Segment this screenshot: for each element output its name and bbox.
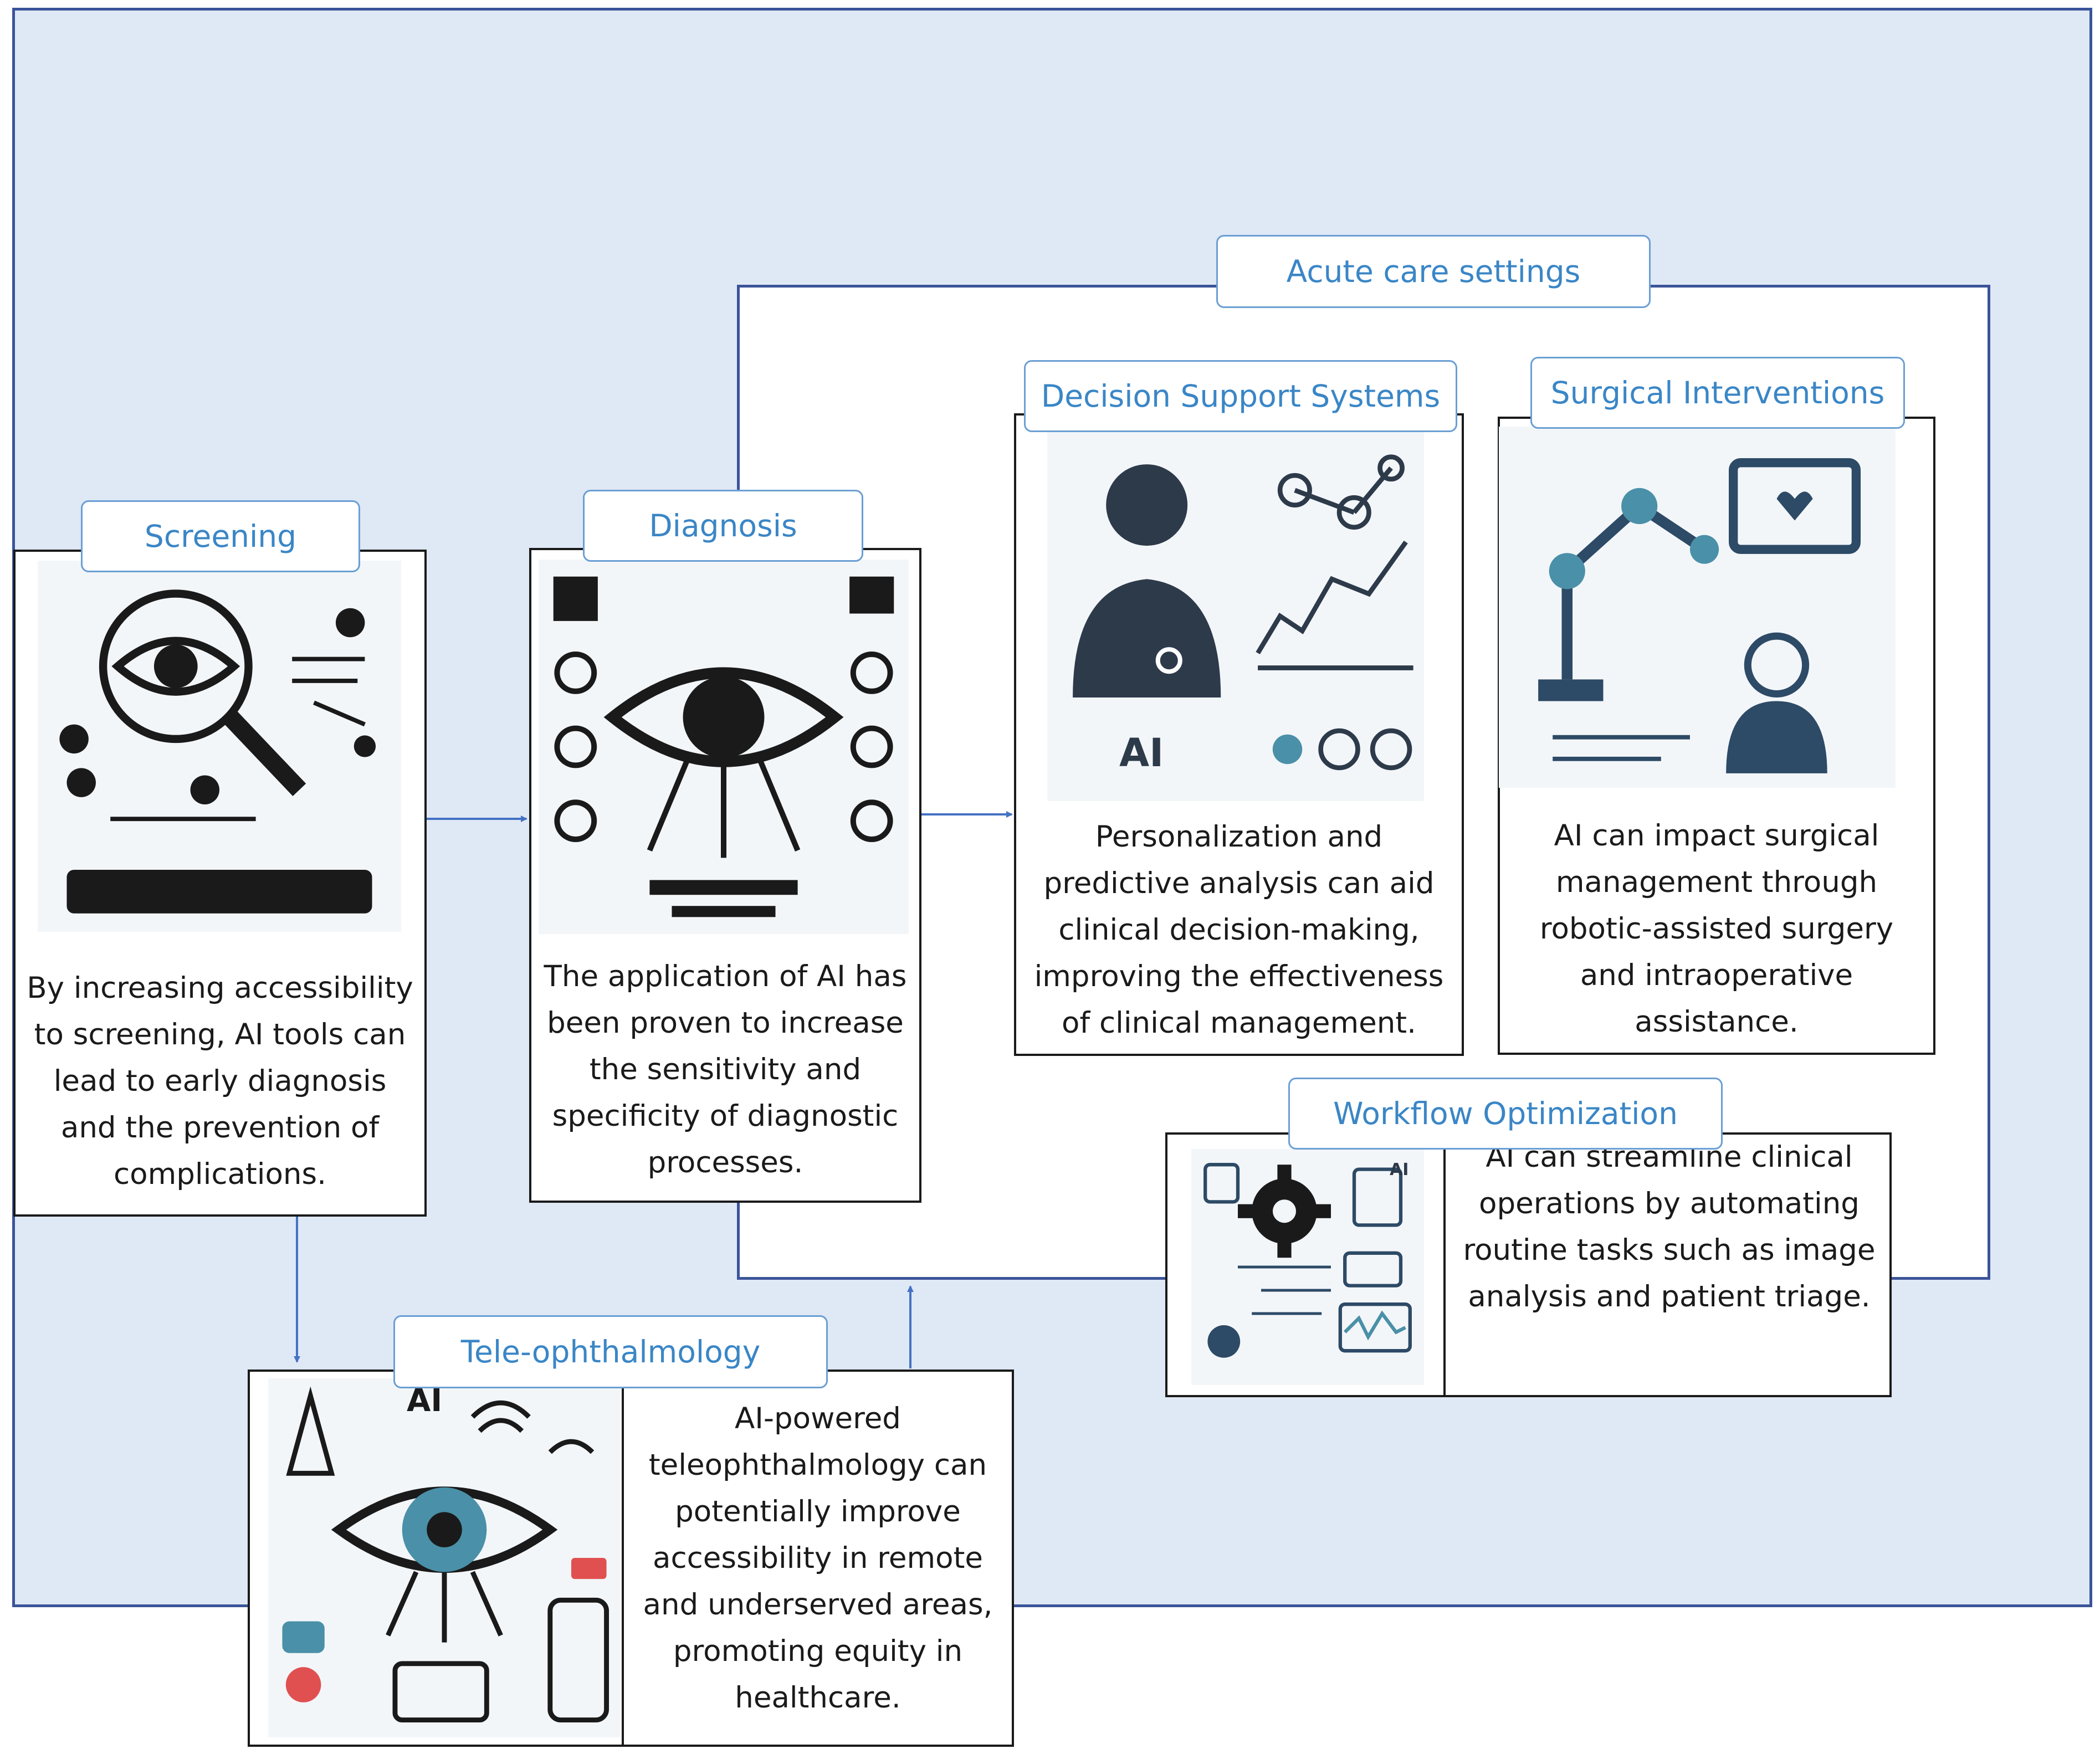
screening-text: By increasing accessibility to screening… bbox=[27, 971, 413, 1191]
workflow-illustration bbox=[1191, 1149, 1424, 1385]
gear-workflow-icon bbox=[1203, 1163, 1412, 1358]
workflow-ai-caption: AI bbox=[1390, 1160, 1409, 1179]
surgical-text: AI can impact surgical management throug… bbox=[1539, 819, 1894, 1039]
tele-illustration bbox=[268, 1378, 621, 1737]
decision-support-label: Decision Support Systems bbox=[1024, 360, 1457, 432]
tele-ai-caption: AI bbox=[407, 1383, 443, 1419]
tele-text: AI-powered teleophthalmology can potenti… bbox=[643, 1401, 993, 1715]
workflow-divider bbox=[1443, 1135, 1446, 1395]
magnifier-eye-icon bbox=[59, 589, 376, 914]
tele-eye-icon bbox=[282, 1386, 609, 1723]
diagnosis-label: Diagnosis bbox=[583, 490, 863, 562]
robotic-arm-icon bbox=[1538, 458, 1861, 773]
workflow-label: Workflow Optimization bbox=[1288, 1078, 1723, 1150]
workflow-text: AI can streamline clinical operations by… bbox=[1463, 1140, 1876, 1314]
doctor-network-icon bbox=[1073, 454, 1413, 771]
diagnosis-text: The application of AI has been proven to… bbox=[544, 960, 907, 1179]
tele-label: Tele-ophthalmology bbox=[393, 1315, 828, 1388]
diagnosis-illustration bbox=[539, 560, 909, 934]
tele-divider bbox=[622, 1372, 624, 1745]
surgical-illustration bbox=[1499, 427, 1896, 788]
surgical-label: Surgical Interventions bbox=[1530, 357, 1905, 429]
screening-label: Screening bbox=[81, 500, 360, 572]
decision-support-illustration bbox=[1047, 431, 1424, 801]
decision-support-ai-caption: AI bbox=[1119, 730, 1164, 776]
screening-illustration bbox=[38, 561, 401, 932]
decision-support-text: Personalization and predictive analysis … bbox=[1034, 820, 1444, 1040]
eye-circuit-icon bbox=[553, 576, 894, 917]
acute-care-label: Acute care settings bbox=[1216, 235, 1651, 308]
